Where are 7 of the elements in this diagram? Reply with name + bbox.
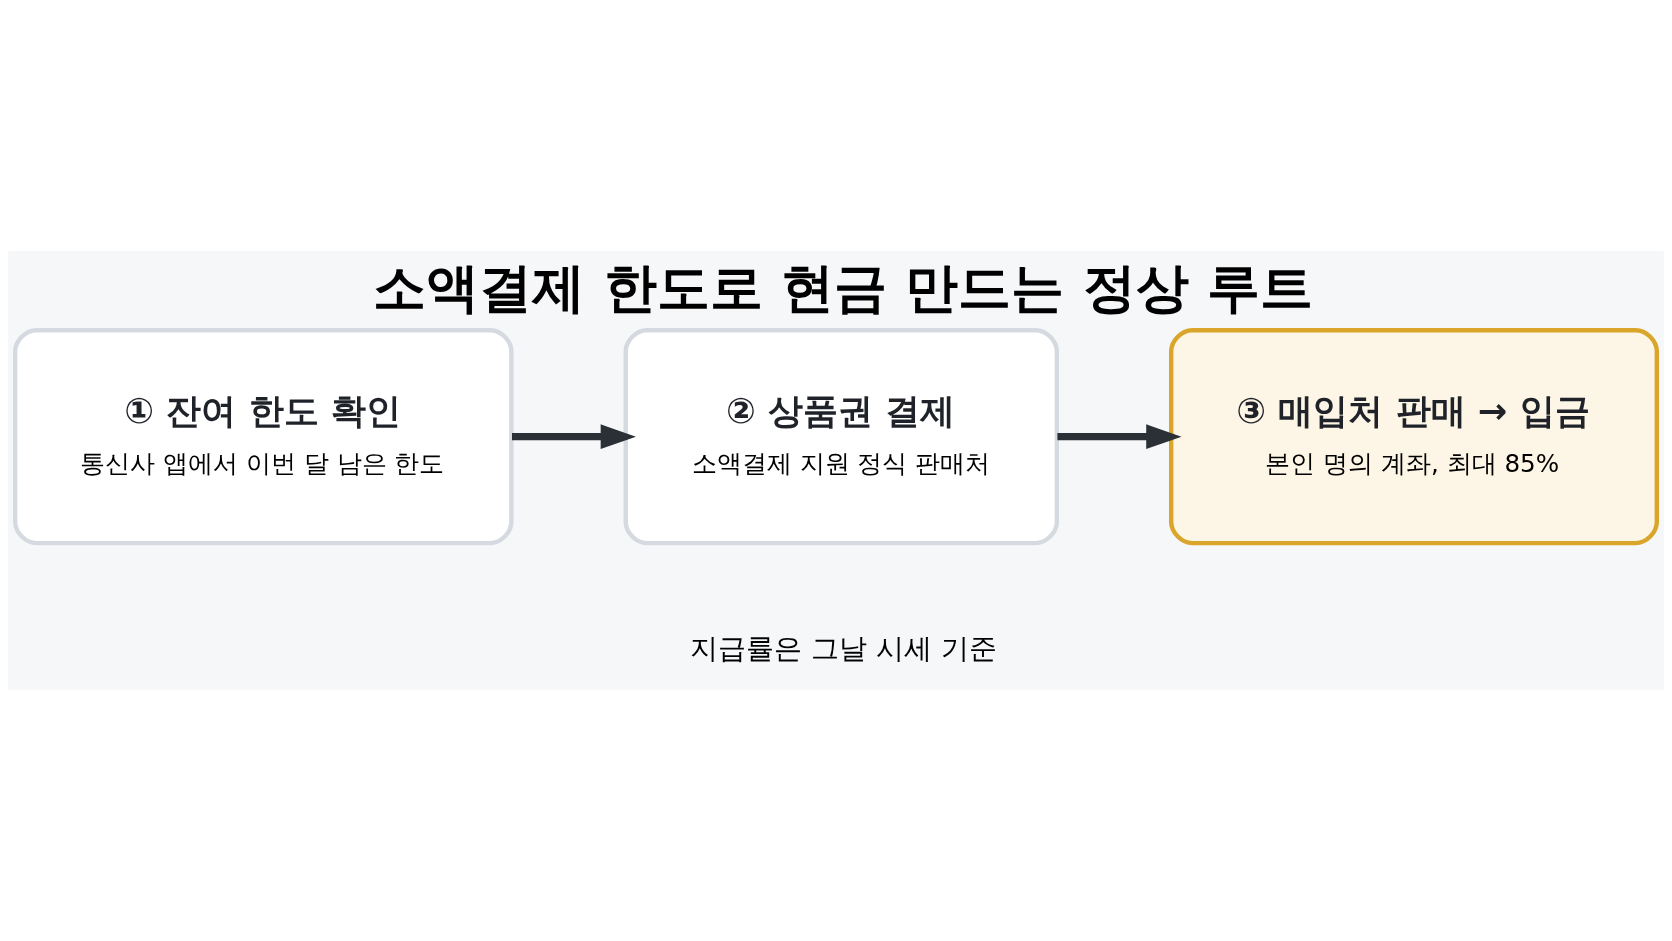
arrow: [512, 424, 636, 449]
node-box: ③ 매입처 판매 → 입금 본인 명의 계좌, 최대 85%: [1169, 328, 1659, 546]
caption: 지급률은 그날 시세 기준: [689, 631, 997, 665]
node-box: ① 잔여 한도 확인 통신사 앱에서 이번 달 남은 한도: [13, 328, 514, 546]
node-box: ② 상품권 결제 소액결제 지원 정식 판매처: [623, 328, 1059, 546]
arrow: [1057, 424, 1182, 449]
diagram-title: 소액결제 한도로 현금 만드는 정상 루트: [373, 256, 1314, 318]
